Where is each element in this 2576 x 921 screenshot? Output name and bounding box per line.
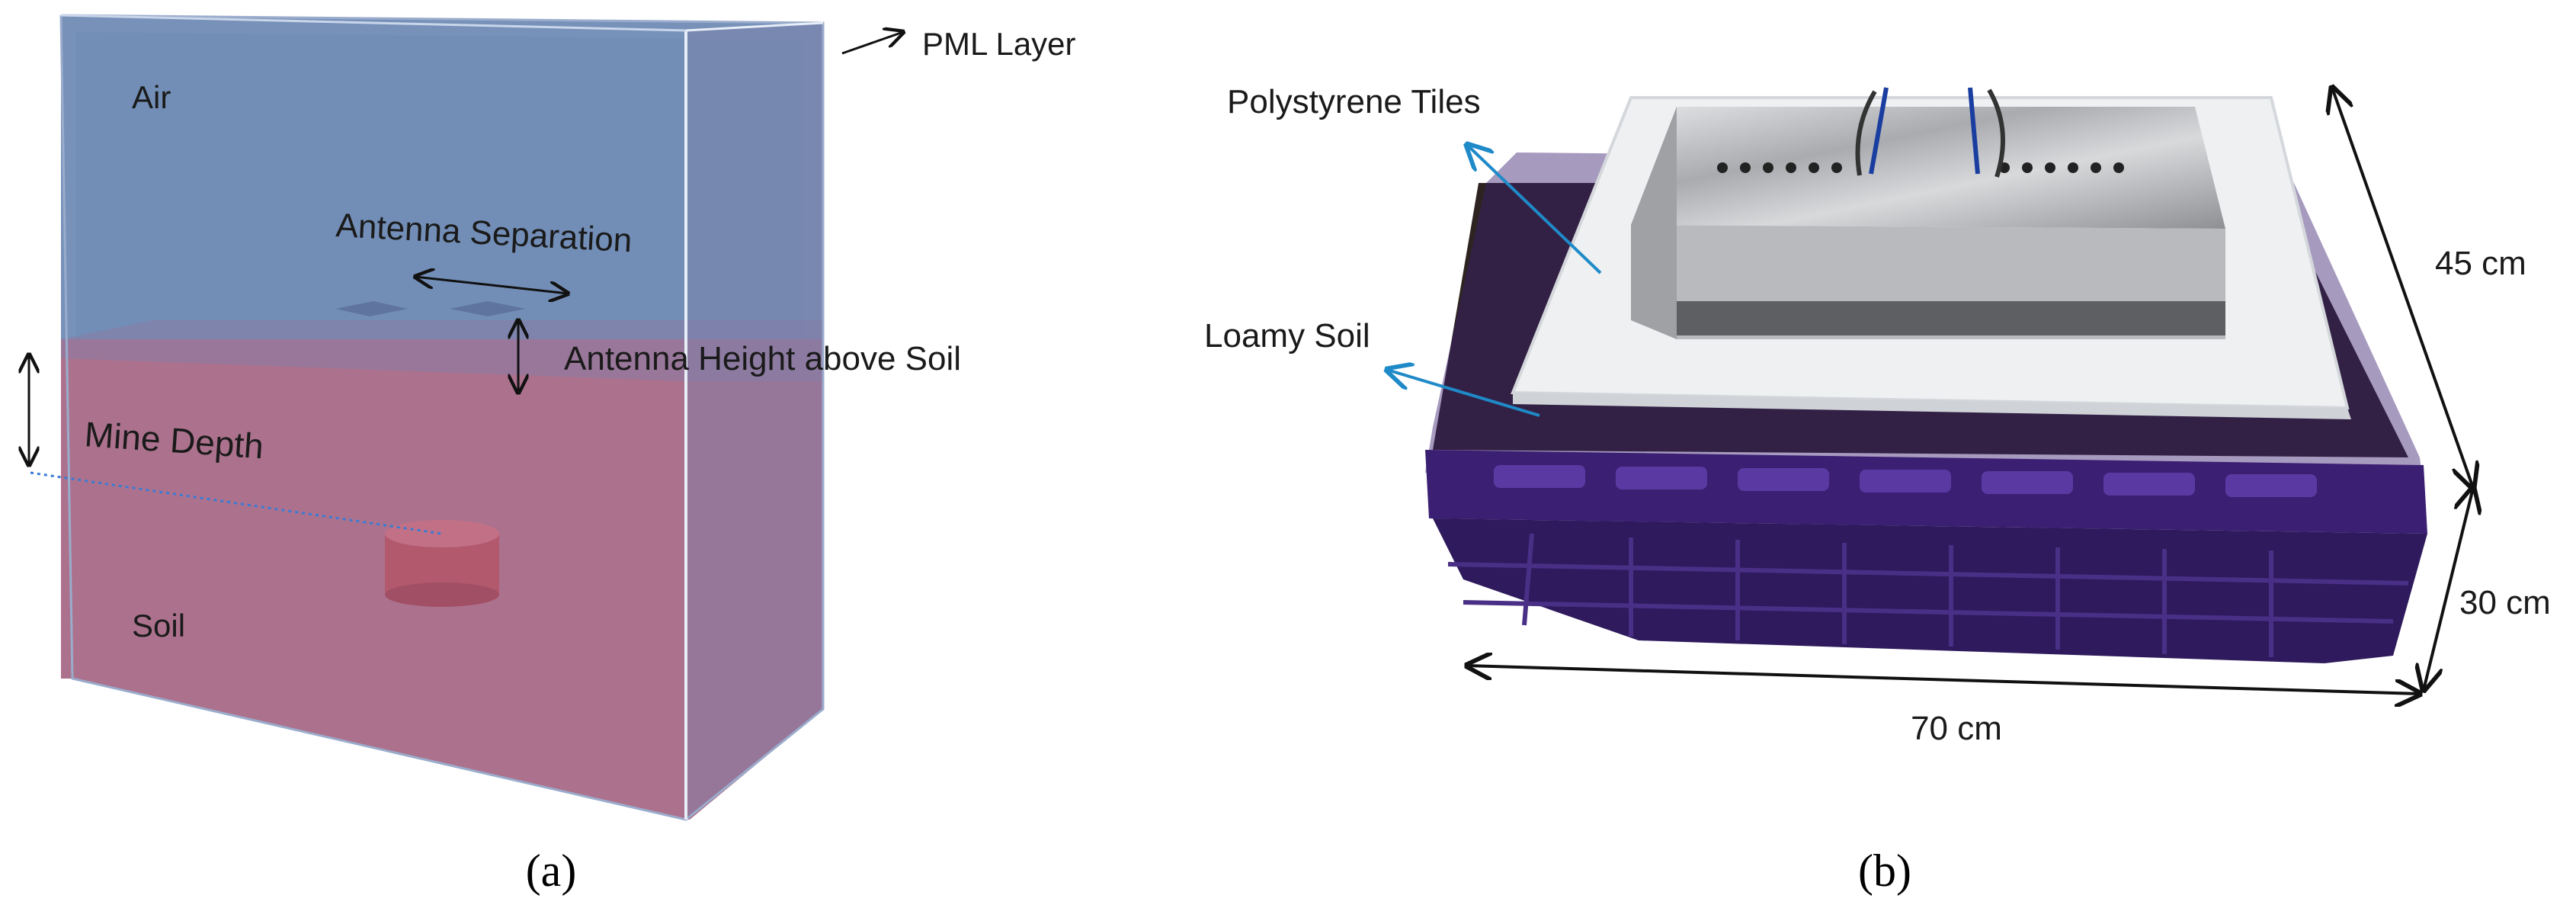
pml-layer-label: PML Layer	[922, 26, 1076, 62]
caption-b: (b)	[1858, 846, 1911, 896]
air-label: Air	[132, 79, 171, 115]
width-70cm-label: 70 cm	[1911, 710, 2002, 747]
width-dimension-arrow	[1467, 666, 2420, 694]
depth-dimension-arrow	[2332, 88, 2473, 488]
pml-arrow	[841, 32, 903, 55]
soil-label: Soil	[132, 608, 185, 643]
soil-top-surface	[61, 320, 823, 381]
height-dimension-arrow	[2424, 488, 2473, 690]
air-inner-face	[76, 32, 804, 339]
connector-holes	[1717, 162, 2124, 173]
antenna-height-label: Antenna Height above Soil	[564, 340, 961, 377]
foil-box-top	[1631, 107, 2225, 229]
mine-object	[385, 520, 499, 607]
foil-box-left	[1631, 107, 1677, 339]
panel-b-photo: Polystyrene Tiles Loamy Soil 45 cm 30 cm…	[1204, 83, 2551, 896]
box-top-right-edge	[685, 21, 824, 32]
cables	[1855, 87, 2005, 178]
antenna-left	[335, 301, 408, 316]
polystyrene-tiles-label: Polystyrene Tiles	[1227, 83, 1481, 120]
polystyrene-tile-edge	[1513, 393, 2351, 419]
box-right-face	[686, 23, 823, 820]
mine-depth-guide-line	[30, 471, 443, 535]
height-30cm-label: 30 cm	[2459, 584, 2551, 621]
caption-a: (a)	[526, 846, 577, 896]
box-top-edge	[60, 14, 687, 32]
crate-rim-tabs	[1494, 465, 2317, 497]
box-outline	[59, 14, 825, 821]
antenna-right	[450, 301, 526, 316]
crate-body	[1433, 518, 2427, 663]
depth-45cm-label: 45 cm	[2435, 245, 2526, 282]
loamy-soil-leader-arrow	[1387, 370, 1540, 417]
loamy-soil-label: Loamy Soil	[1204, 317, 1370, 355]
antenna-separation-arrow	[415, 277, 568, 294]
crate-grid	[1447, 533, 2409, 657]
panel-a-model: Air PML Layer Antenna Separation Antenna…	[29, 14, 1076, 896]
polystyrene-leader-arrow	[1467, 145, 1602, 274]
foil-box-dark-band	[1677, 301, 2225, 335]
